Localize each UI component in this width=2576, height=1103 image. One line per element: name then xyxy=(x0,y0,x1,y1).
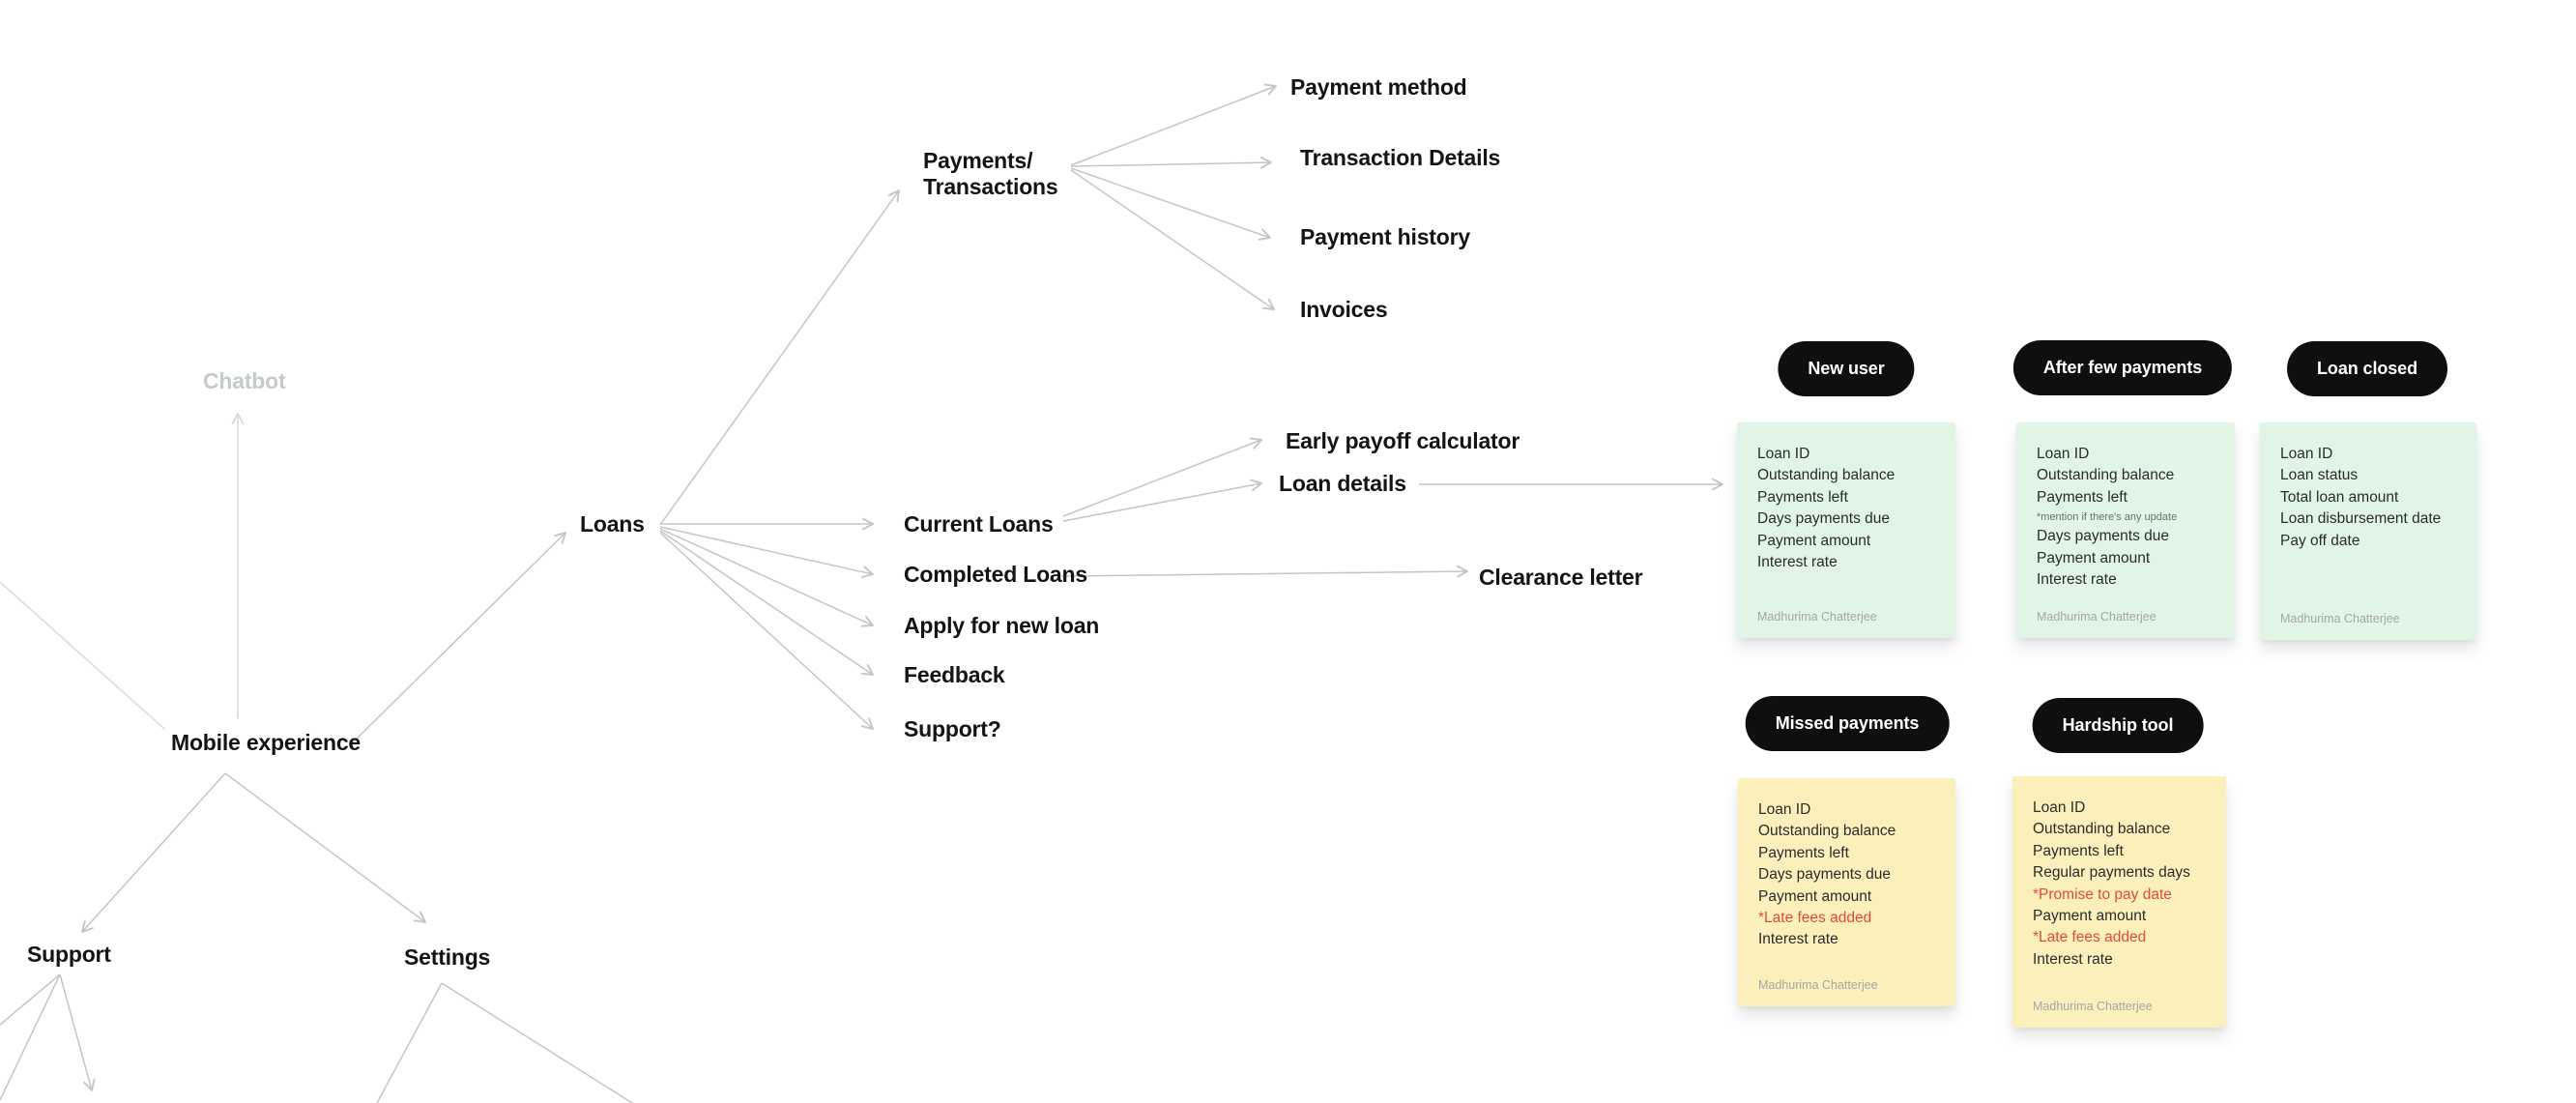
node-support[interactable]: Support xyxy=(27,942,111,967)
sticky-item: Payments left xyxy=(2033,842,2124,859)
sticky-item: Payments left xyxy=(1757,488,1848,506)
node-feedback[interactable]: Feedback xyxy=(904,662,1005,687)
connector-completed-loans-to-clearance-letter[interactable] xyxy=(1060,565,1468,578)
connector-current-loans-to-loan-details[interactable] xyxy=(1062,479,1262,522)
connector-loans-to-payments-transactions[interactable] xyxy=(659,189,900,526)
sticky-item: Total loan amount xyxy=(2280,488,2399,506)
sticky-author: Madhurima Chatterjee xyxy=(1758,978,1878,992)
connector-support-to-offscreen-bottom-left-2[interactable] xyxy=(0,973,61,1101)
sticky-item: Outstanding balance xyxy=(1757,467,1896,484)
sticky-item: Payment amount xyxy=(1758,887,1872,905)
connector-payments-transactions-to-payment-history[interactable] xyxy=(1070,167,1271,241)
node-loans[interactable]: Loans xyxy=(580,511,645,537)
sticky-item: Payments left xyxy=(1758,844,1849,861)
node-completed-loans[interactable]: Completed Loans xyxy=(904,562,1087,587)
node-apply-for-new-loan[interactable]: Apply for new loan xyxy=(904,613,1100,638)
connector-mobile-experience-to-loans[interactable] xyxy=(352,532,566,743)
node-loan-details[interactable]: Loan details xyxy=(1279,471,1406,496)
node-clearance-letter[interactable]: Clearance letter xyxy=(1479,565,1643,590)
connector-payments-transactions-to-invoices[interactable] xyxy=(1070,169,1275,310)
connector-current-loans-to-early-payoff-calculator[interactable] xyxy=(1062,437,1262,517)
node-payments-transactions[interactable]: Payments/ Transactions xyxy=(923,148,1058,199)
connector-settings-to-offscreen-bottom-5[interactable] xyxy=(441,982,640,1103)
sticky-item: Loan disbursement date xyxy=(2280,510,2442,528)
sticky-item: Payment amount xyxy=(2033,908,2147,925)
connector-support-to-offscreen-bottom-3[interactable] xyxy=(59,973,96,1091)
sticky-item: *Late fees added xyxy=(1758,910,1872,927)
node-support-question[interactable]: Support? xyxy=(904,716,1001,741)
sticky-author: Madhurima Chatterjee xyxy=(2037,610,2156,624)
sticky-item: Interest rate xyxy=(2033,950,2113,968)
sticky-item: Interest rate xyxy=(1757,554,1838,571)
connector-mobile-experience-to-support[interactable] xyxy=(81,772,226,933)
scenario-pill-after-few-payments[interactable]: After few payments xyxy=(2012,340,2233,395)
scenario-pill-loan-closed[interactable]: Loan closed xyxy=(2287,341,2447,396)
connector-loans-to-feedback[interactable] xyxy=(659,530,874,676)
sticky-item: *Promise to pay date xyxy=(2033,885,2172,903)
sticky-item: Regular payments days xyxy=(2033,864,2190,882)
sticky-item: Loan ID xyxy=(1758,801,1811,818)
connector-loans-to-completed-loans[interactable] xyxy=(659,526,874,579)
sticky-author: Madhurima Chatterjee xyxy=(1757,610,1877,624)
sticky-item: Loan status xyxy=(2280,467,2359,484)
sticky-item: Days payments due xyxy=(1758,866,1891,884)
sticky-item: Interest rate xyxy=(1758,931,1838,948)
node-settings[interactable]: Settings xyxy=(404,944,491,970)
node-payment-history[interactable]: Payment history xyxy=(1300,224,1470,249)
sticky-item: Payment amount xyxy=(1757,532,1871,549)
scenario-pill-hardship-tool[interactable]: Hardship tool xyxy=(2032,698,2204,753)
connector-support-to-offscreen-bottom-left-1[interactable] xyxy=(0,973,61,1026)
scenario-pill-new-user[interactable]: New user xyxy=(1778,341,1915,396)
connector-offscreen-left-to-mobile-experience[interactable] xyxy=(0,581,165,730)
sticky-item: Outstanding balance xyxy=(2033,821,2171,838)
sticky-item: Days payments due xyxy=(2037,528,2169,545)
node-chatbot[interactable]: Chatbot xyxy=(203,368,286,393)
node-transaction-details[interactable]: Transaction Details xyxy=(1300,145,1501,170)
sticky-item: *Late fees added xyxy=(2033,929,2147,946)
sticky-item: Interest rate xyxy=(2037,571,2117,589)
node-early-payoff-calculator[interactable]: Early payoff calculator xyxy=(1286,428,1520,453)
sticky-item: Days payments due xyxy=(1757,510,1890,528)
connector-payments-transactions-to-payment-method[interactable] xyxy=(1070,83,1277,166)
connector-loans-to-apply-for-new-loan[interactable] xyxy=(659,528,874,627)
node-current-loans[interactable]: Current Loans xyxy=(904,511,1054,537)
sticky-item: Loan ID xyxy=(2280,446,2333,462)
sticky-item: Pay off date xyxy=(2280,532,2360,549)
scenario-pill-missed-payments[interactable]: Missed payments xyxy=(1745,696,1950,751)
sticky-item: *mention if there's any update xyxy=(2037,511,2178,524)
sticky-author: Madhurima Chatterjee xyxy=(2033,1000,2153,1013)
connector-mobile-experience-to-settings[interactable] xyxy=(224,772,426,923)
sticky-item: Payments left xyxy=(2037,488,2127,506)
connector-loans-to-support-question[interactable] xyxy=(659,532,874,730)
sticky-item: Loan ID xyxy=(2037,446,2090,462)
node-payment-method[interactable]: Payment method xyxy=(1290,74,1467,100)
sticky-item: Outstanding balance xyxy=(1758,823,1896,840)
sticky-item: Loan ID xyxy=(2033,799,2086,816)
connector-payments-transactions-to-transaction-details[interactable] xyxy=(1070,156,1272,169)
node-invoices[interactable]: Invoices xyxy=(1300,297,1388,322)
sticky-item: Outstanding balance xyxy=(2037,467,2175,484)
sticky-item: Loan ID xyxy=(1757,446,1810,462)
sticky-item: Payment amount xyxy=(2037,549,2151,566)
node-mobile-experience[interactable]: Mobile experience xyxy=(171,730,362,755)
sticky-author: Madhurima Chatterjee xyxy=(2280,612,2400,625)
connector-settings-to-offscreen-bottom-4[interactable] xyxy=(376,982,443,1103)
